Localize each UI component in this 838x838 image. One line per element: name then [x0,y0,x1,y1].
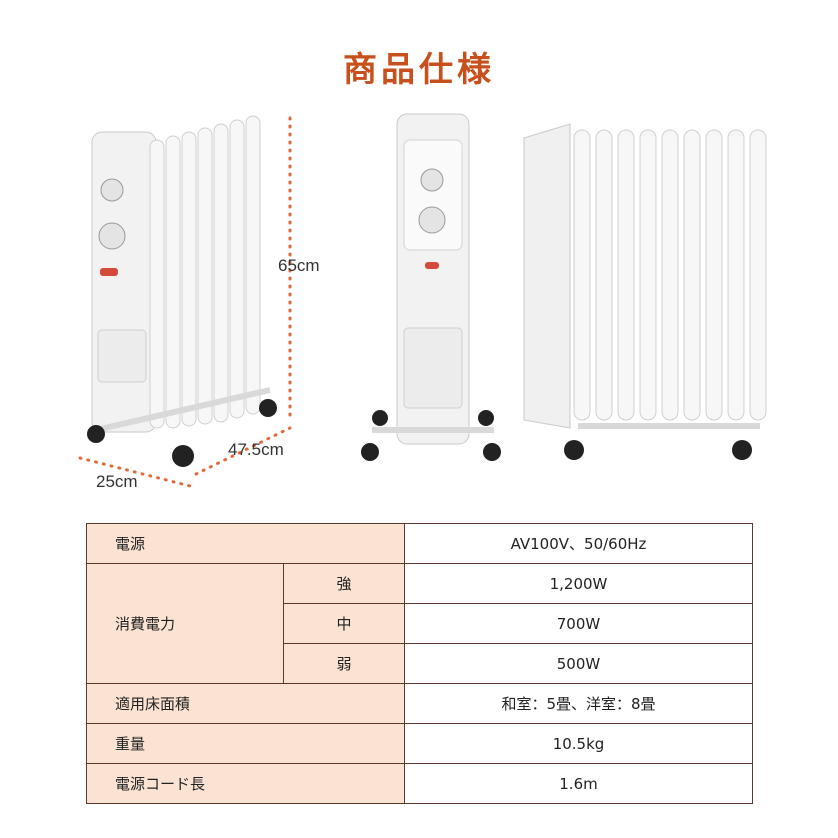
spec-label: 消費電力 [86,563,284,684]
spec-row-floor-area: 適用床面積 和室：5畳、洋室：8畳 [86,683,753,724]
spec-label: 電源 [86,523,405,564]
heater-angled-view [87,115,277,467]
spec-sublabel: 中 [283,603,405,644]
spec-value: 1,200W [404,563,753,604]
product-images [78,113,767,488]
spec-label: 重量 [86,723,405,764]
spec-row-power-source: 電源 AV100V、50/60Hz [86,523,753,564]
spec-table: 電源 AV100V、50/60Hz 消費電力 強 1,200W 中 700W 弱… [86,523,753,804]
spec-row-power-consumption: 消費電力 強 1,200W [86,563,753,684]
dimension-depth: 25cm [96,472,138,491]
spec-row-cord-length: 電源コード長 1.6m [86,763,753,804]
spec-sublabel: 弱 [283,643,405,684]
heater-front-view [361,113,501,461]
spec-row-weight: 重量 10.5kg [86,723,753,764]
spec-value: AV100V、50/60Hz [404,523,753,564]
spec-value: 700W [404,603,753,644]
dimension-lines [78,116,292,488]
spec-value: 10.5kg [404,723,753,764]
spec-row-power-consumption-mid: 中 700W [87,603,753,644]
dimension-width: 47.5cm [228,440,284,459]
spec-label: 電源コード長 [86,763,405,804]
page-title: 商品仕様 [343,50,495,90]
heater-side-view [523,123,767,460]
spec-label: 適用床面積 [86,683,405,724]
spec-value: 500W [404,643,753,684]
spec-value: 和室：5畳、洋室：8畳 [404,683,753,724]
spec-value: 1.6m [404,763,753,804]
spec-sublabel: 強 [283,563,405,604]
dimension-height: 65cm [278,256,320,275]
